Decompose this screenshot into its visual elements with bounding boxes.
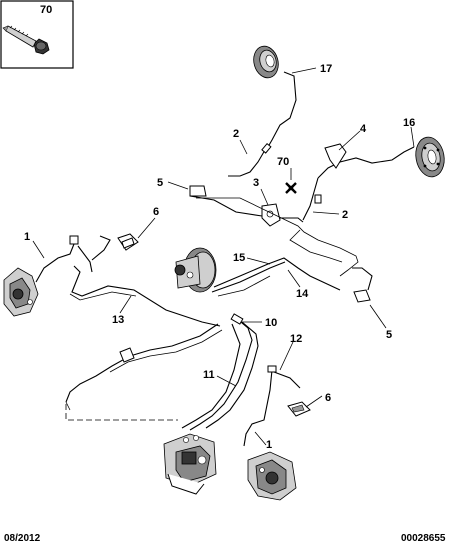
label-part-6-left: 6 (153, 206, 159, 218)
pipe-12 (243, 365, 301, 447)
label-part-14: 14 (296, 288, 309, 300)
rear-drum-upper (253, 45, 279, 79)
rear-drum-right (415, 136, 445, 178)
footer-drawing-number: 00028655 (401, 533, 446, 544)
front-caliper-left (3, 267, 39, 317)
label-part-70-mid: 70 (277, 156, 289, 168)
label-part-3: 3 (253, 177, 259, 189)
label-part-15: 15 (233, 252, 245, 264)
bolt-icon (2, 25, 50, 55)
label-part-13: 13 (112, 314, 124, 326)
label-part-5-right: 5 (386, 329, 392, 341)
brake-servo (174, 247, 217, 293)
label-part-12: 12 (290, 333, 302, 345)
label-part-11: 11 (203, 369, 215, 381)
label-part-2-top: 2 (233, 128, 239, 140)
label-part-70-box: 70 (40, 4, 52, 16)
label-part-5-top: 5 (157, 177, 163, 189)
label-part-1-left: 1 (24, 231, 30, 243)
label-part-16: 16 (403, 117, 415, 129)
clip-6-bottom (287, 401, 311, 417)
clip-6-left (117, 233, 139, 251)
footer-date: 08/2012 (4, 533, 41, 544)
pipe-10-11 (65, 313, 259, 431)
label-part-17: 17 (320, 63, 332, 75)
label-part-1-bottom: 1 (266, 439, 272, 451)
front-caliper-right (247, 451, 297, 501)
label-part-2-mid: 2 (342, 209, 348, 221)
main-pipes (211, 257, 341, 297)
pipe-bracket-mid (119, 347, 135, 363)
clip-70-icon (285, 182, 297, 194)
bracket-5-right (352, 267, 373, 303)
front-hose-left (35, 235, 93, 283)
body-outline-lower (65, 401, 178, 421)
label-part-10: 10 (265, 317, 277, 329)
label-part-6-bottom: 6 (325, 392, 331, 404)
leader-lines (32, 67, 415, 446)
bolt-inset-box (0, 0, 74, 69)
abs-unit (163, 433, 217, 495)
rear-pipes-upper (189, 71, 415, 277)
pipe-13 (69, 235, 221, 327)
label-part-4: 4 (360, 123, 367, 135)
